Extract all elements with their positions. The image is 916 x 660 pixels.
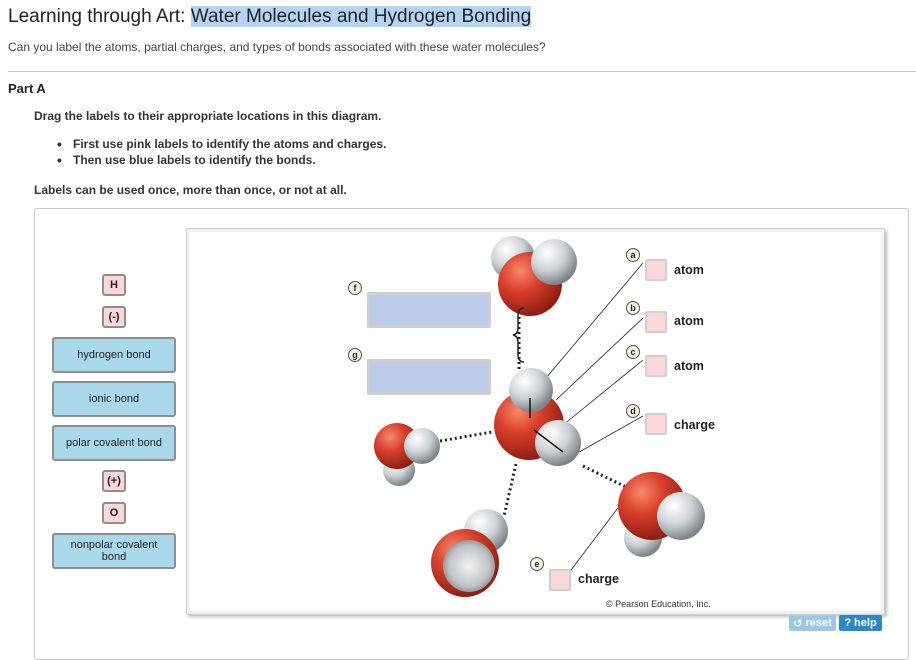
marker-f: f [348, 281, 362, 295]
help-label: help [854, 617, 877, 629]
target-label-d: charge [674, 418, 715, 432]
marker-c: c [626, 345, 640, 359]
marker-g: g [348, 348, 362, 362]
label-ionic-bond[interactable]: ionic bond [52, 381, 176, 417]
labels-note: Labels can be used once, more than once,… [34, 183, 347, 197]
target-label-a: atom [674, 263, 704, 277]
page-subtitle: Can you label the atoms, partial charges… [8, 40, 546, 54]
label-target-a[interactable] [645, 259, 667, 281]
marker-a: a [626, 248, 640, 262]
part-heading: Part A [8, 81, 46, 96]
label-target-e[interactable] [549, 569, 571, 591]
target-label-c: atom [674, 359, 704, 373]
label-target-c[interactable] [645, 355, 667, 377]
marker-d: d [626, 404, 640, 418]
label-polar-covalent-bond[interactable]: polar covalent bond [52, 425, 176, 461]
reset-button[interactable]: ↺reset [789, 615, 836, 631]
title-highlight: Water Molecules and Hydrogen Bonding [190, 6, 532, 27]
instruction-bullet: Then use blue labels to identify the bon… [56, 152, 386, 169]
instruction-text: Drag the labels to their appropriate loc… [34, 109, 382, 123]
label-positive[interactable]: (+) [102, 470, 126, 492]
marker-b: b [626, 301, 640, 315]
page-title: Learning through Art: Water Molecules an… [8, 6, 532, 28]
help-button[interactable]: ?help [839, 615, 882, 631]
instruction-bullet: First use pink labels to identify the at… [56, 136, 386, 153]
bond-target-f[interactable] [367, 292, 491, 328]
copyright-text: © Pearson Education, Inc. [606, 599, 711, 609]
divider [8, 71, 916, 72]
label-hydrogen-bond[interactable]: hydrogen bond [52, 337, 176, 373]
target-label-e: charge [578, 572, 619, 586]
title-prefix: Learning through Art: [8, 6, 186, 27]
bond-target-g[interactable] [367, 359, 491, 395]
label-nonpolar-covalent-bond[interactable]: nonpolar covalent bond [52, 533, 176, 569]
reset-label: reset [805, 617, 832, 629]
reset-arrow-icon: ↺ [793, 617, 803, 630]
question-icon: ? [844, 617, 852, 629]
label-negative[interactable]: (-) [102, 306, 126, 328]
label-o[interactable]: O [102, 502, 126, 524]
label-h[interactable]: H [102, 274, 126, 296]
instruction-list: First use pink labels to identify the at… [56, 136, 386, 169]
target-label-b: atom [674, 314, 704, 328]
marker-e: e [530, 557, 544, 571]
label-target-b[interactable] [645, 311, 667, 333]
label-target-d[interactable] [645, 413, 667, 435]
